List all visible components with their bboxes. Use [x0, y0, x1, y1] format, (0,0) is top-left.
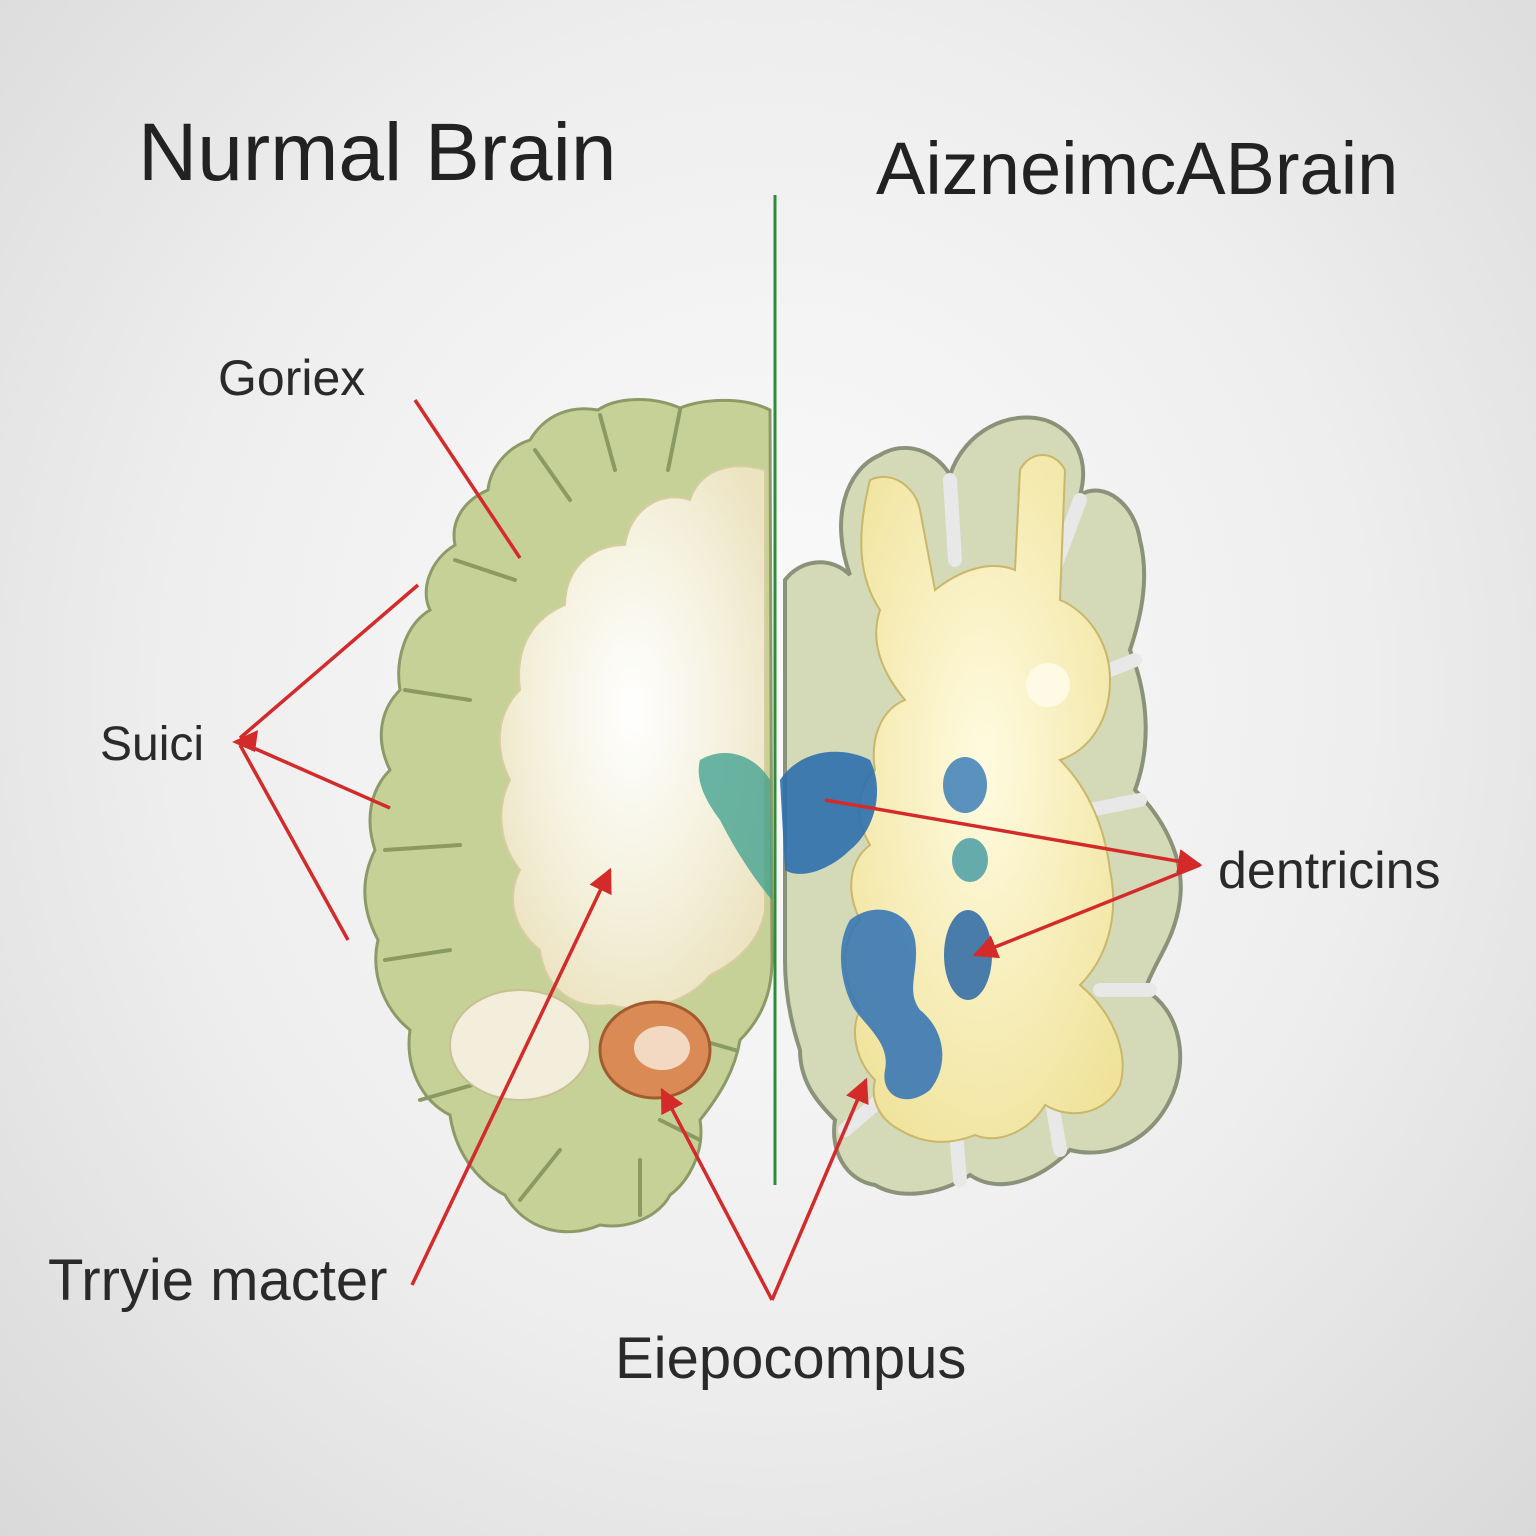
normal-sulci-grooves [383, 408, 737, 1217]
arrow-hippocampus-left [660, 1087, 774, 1301]
normal-subcortical-region [449, 989, 591, 1101]
arrow-hippocampus-right [770, 1077, 869, 1301]
label-sulci: Suici [100, 718, 204, 771]
alzheimer-enlarged-ventricle-lower [840, 909, 943, 1100]
title-normal-brain: Nurmal Brain [138, 107, 616, 198]
alzheimer-ventricle-small-2 [952, 838, 988, 882]
arrowhead-sulci [232, 730, 258, 752]
alzheimer-bright-spot [1026, 663, 1070, 707]
normal-brain-hemisphere [363, 398, 774, 1234]
arrow-matter [410, 867, 612, 1286]
label-ventricles: dentricins [1218, 842, 1441, 900]
alzheimer-brain-hemisphere [780, 415, 1183, 1196]
label-cortex: Goriex [218, 350, 365, 406]
arrow-sulci-upper [238, 583, 420, 740]
title-alzheimer-brain: AizneimcABrain [876, 127, 1398, 210]
alzheimer-ventricle-small-1 [943, 757, 987, 813]
normal-ventricle [698, 752, 772, 900]
arrow-ventricles-lower [972, 863, 1201, 959]
arrow-sulci-lower [238, 744, 350, 941]
alzheimer-ventricle-small-3 [944, 910, 992, 1000]
alzheimer-enlarged-ventricle-main [780, 751, 878, 874]
label-hippocampus: Eiepocompus [615, 1326, 966, 1391]
arrow-ventricles-upper [824, 798, 1203, 874]
arrow-cortex [413, 399, 522, 559]
normal-hippocampus-core [634, 1026, 690, 1070]
label-matter: Trryie macter [48, 1248, 387, 1313]
arrow-sulci-middle [239, 740, 391, 810]
annotation-arrows [238, 399, 1203, 1301]
